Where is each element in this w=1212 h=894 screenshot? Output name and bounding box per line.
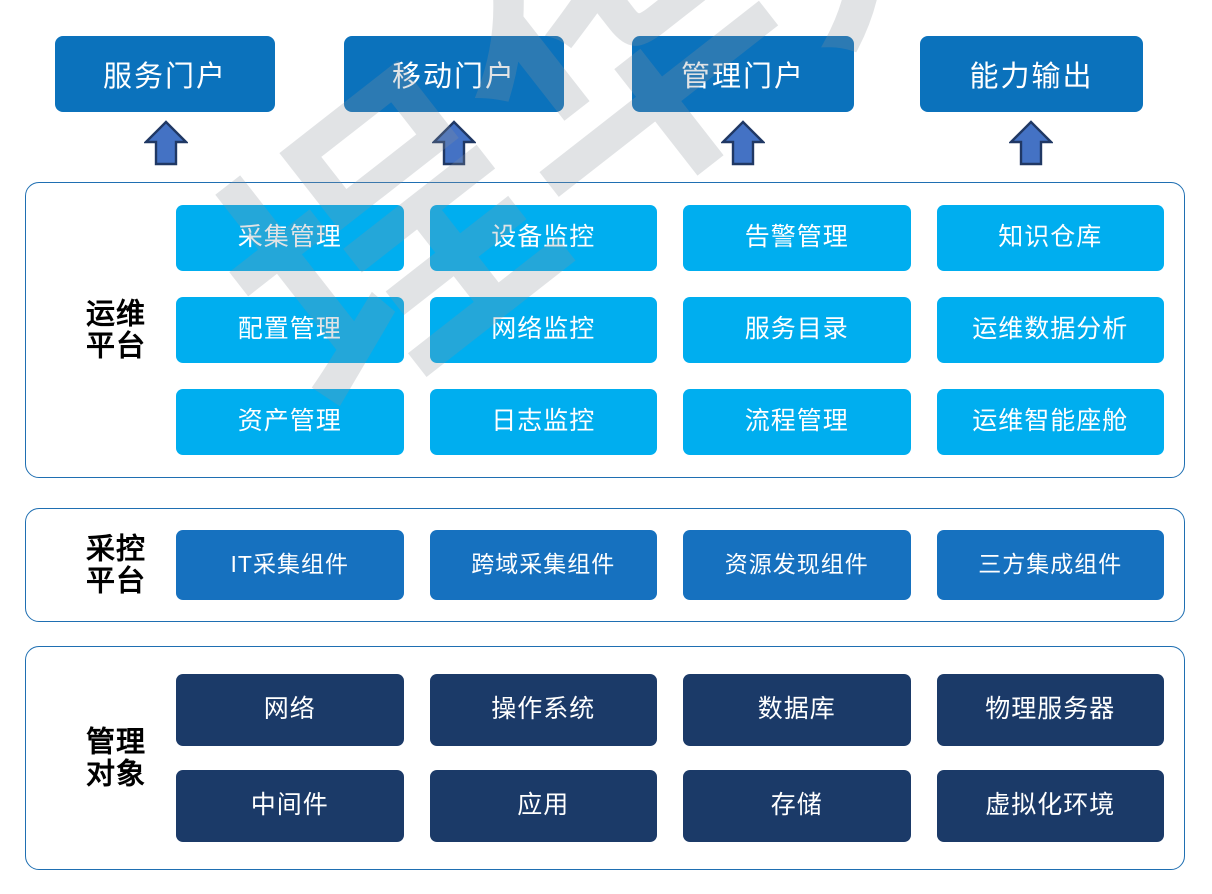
cell-collection-management[interactable]: 采集管理: [176, 205, 404, 271]
cell-asset-management[interactable]: 资产管理: [176, 389, 404, 455]
cell-log-monitoring[interactable]: 日志监控: [429, 389, 657, 455]
portal-button-mobile[interactable]: 移动门户: [344, 36, 564, 112]
section-ops-platform: 运维 平台 采集管理 设备监控 告警管理 知识仓库 配置管理 网络监控 服务目录…: [25, 182, 1185, 478]
arrow-row: [0, 120, 1212, 170]
cell-it-collection-component[interactable]: IT采集组件: [176, 530, 404, 600]
section-managed-objects: 管理 对象 网络 操作系统 数据库 物理服务器 中间件 应用 存储 虚拟化环境: [25, 646, 1185, 870]
cell-ops-data-analysis[interactable]: 运维数据分析: [936, 297, 1164, 363]
section-label-line2: 平台: [85, 564, 146, 598]
portal-button-row: 服务门户 移动门户 管理门户 能力输出: [0, 36, 1212, 112]
portal-button-service[interactable]: 服务门户: [55, 36, 275, 112]
cell-operating-system[interactable]: 操作系统: [429, 674, 657, 746]
cell-process-management[interactable]: 流程管理: [683, 389, 911, 455]
cell-network-monitoring[interactable]: 网络监控: [429, 297, 657, 363]
section-label-line1: 管理: [85, 724, 146, 759]
cell-knowledge-repository[interactable]: 知识仓库: [936, 205, 1164, 271]
section-label-line1: 采控: [85, 531, 146, 566]
cell-application[interactable]: 应用: [429, 770, 657, 842]
section-label-line2: 平台: [85, 329, 146, 363]
cell-virtualization-environment[interactable]: 虚拟化环境: [936, 770, 1164, 842]
arrow-up-icon: [144, 120, 188, 166]
cell-ops-smart-cockpit[interactable]: 运维智能座舱: [936, 389, 1164, 455]
arrow-up-icon: [721, 120, 765, 166]
cell-alarm-management[interactable]: 告警管理: [683, 205, 911, 271]
portal-button-capability-output[interactable]: 能力输出: [920, 36, 1143, 112]
arrow-up-icon: [432, 120, 476, 166]
cell-service-catalog[interactable]: 服务目录: [683, 297, 911, 363]
cell-network[interactable]: 网络: [176, 674, 404, 746]
cell-physical-server[interactable]: 物理服务器: [936, 674, 1164, 746]
section-label-ops-platform: 运维 平台: [68, 296, 164, 363]
section-label-line1: 运维: [85, 296, 146, 331]
cell-grid-collection-control-platform: IT采集组件 跨域采集组件 资源发现组件 三方集成组件: [174, 509, 1166, 621]
cell-device-monitoring[interactable]: 设备监控: [429, 205, 657, 271]
section-label-line2: 对象: [85, 757, 146, 791]
cell-database[interactable]: 数据库: [683, 674, 911, 746]
section-label-collection-control-platform: 采控 平台: [68, 531, 164, 598]
portal-button-management[interactable]: 管理门户: [632, 36, 854, 112]
cell-middleware[interactable]: 中间件: [176, 770, 404, 842]
cell-third-party-integration-component[interactable]: 三方集成组件: [936, 530, 1164, 600]
arrow-up-icon: [1009, 120, 1053, 166]
cell-configuration-management[interactable]: 配置管理: [176, 297, 404, 363]
cell-storage[interactable]: 存储: [683, 770, 911, 842]
cell-cross-domain-collection-component[interactable]: 跨域采集组件: [429, 530, 657, 600]
cell-resource-discovery-component[interactable]: 资源发现组件: [683, 530, 911, 600]
cell-grid-managed-objects: 网络 操作系统 数据库 物理服务器 中间件 应用 存储 虚拟化环境: [174, 647, 1166, 869]
cell-grid-ops-platform: 采集管理 设备监控 告警管理 知识仓库 配置管理 网络监控 服务目录 运维数据分…: [174, 183, 1166, 477]
section-label-managed-objects: 管理 对象: [68, 724, 164, 791]
section-collection-control-platform: 采控 平台 IT采集组件 跨域采集组件 资源发现组件 三方集成组件: [25, 508, 1185, 622]
